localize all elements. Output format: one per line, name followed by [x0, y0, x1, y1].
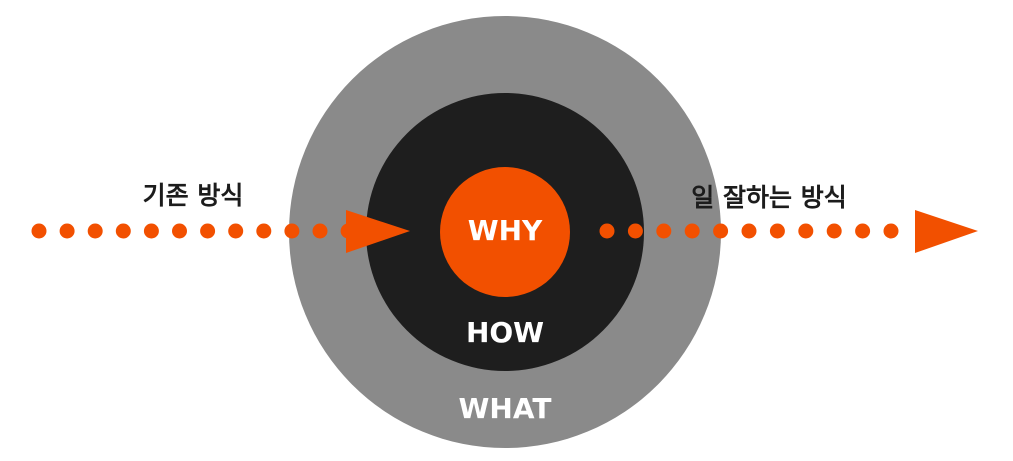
arrow-dot — [627, 223, 643, 239]
arrow-dot — [741, 223, 757, 239]
inner-circle-why — [440, 167, 570, 297]
right-dotted-line — [599, 223, 899, 239]
arrow-dot — [143, 223, 159, 239]
arrow-dot — [172, 223, 187, 239]
arrow-dot — [798, 223, 814, 239]
outer-label-what: WHAT — [459, 392, 552, 425]
arrow-dot — [284, 223, 300, 239]
left-arrow-head — [346, 210, 410, 253]
arrow-dot — [826, 223, 842, 239]
arrow-dot — [684, 223, 700, 239]
arrow-dot — [855, 223, 871, 239]
arrow-dot — [713, 223, 729, 239]
right-arrow-head — [915, 210, 978, 253]
inner-label-why: WHY — [468, 214, 543, 247]
right-label: 일 잘하는 방식 — [691, 183, 846, 212]
arrow-dot — [31, 223, 47, 239]
arrow-dot — [200, 223, 216, 239]
arrow-dot — [656, 223, 672, 239]
arrow-dot — [599, 223, 615, 239]
left-dotted-line — [31, 223, 356, 239]
left-label: 기존 방식 — [143, 181, 244, 210]
middle-label-how: HOW — [466, 316, 544, 349]
arrow-dot — [256, 223, 272, 239]
arrow-dot — [228, 223, 244, 239]
arrow-dot — [59, 223, 75, 239]
arrow-dot — [87, 223, 103, 239]
arrow-dot — [115, 223, 131, 239]
arrow-dot — [312, 223, 328, 239]
arrow-dot — [769, 223, 785, 239]
arrow-dot — [883, 223, 899, 239]
